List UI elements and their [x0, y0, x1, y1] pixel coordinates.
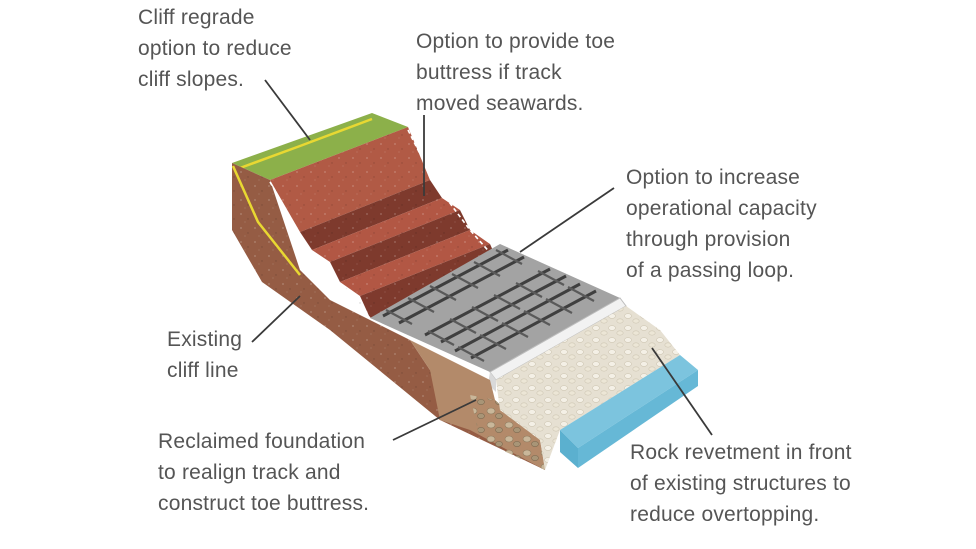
existing-cliff-line	[231, 165, 301, 276]
label-reclaimed-foundation: Reclaimed foundation to realign track an…	[158, 430, 370, 515]
leader-passing-loop	[519, 187, 615, 253]
leader-reclaimed	[392, 399, 477, 441]
label-existing-cliff: Existing cliff line	[167, 328, 243, 382]
label-rock-revetment: Rock revetment in front of existing stru…	[630, 441, 852, 526]
label-passing-loop: Option to increase operational capacity …	[626, 166, 817, 282]
rock-revetment	[496, 306, 680, 470]
sea	[560, 355, 698, 468]
reclaimed-foundation	[410, 340, 545, 470]
railway-tracks	[382, 248, 597, 362]
leader-lines	[251, 79, 713, 441]
leader-existing-cliff	[251, 295, 301, 343]
label-cliff-regrade: Cliff regrade option to reduce cliff slo…	[138, 6, 292, 91]
grass-top	[232, 113, 408, 180]
leader-revetment	[651, 347, 713, 436]
cliff-face	[270, 127, 430, 232]
leader-cliff-regrade	[264, 79, 311, 141]
label-toe-buttress: Option to provide toe buttress if track …	[416, 30, 616, 115]
track-bed	[370, 244, 620, 372]
